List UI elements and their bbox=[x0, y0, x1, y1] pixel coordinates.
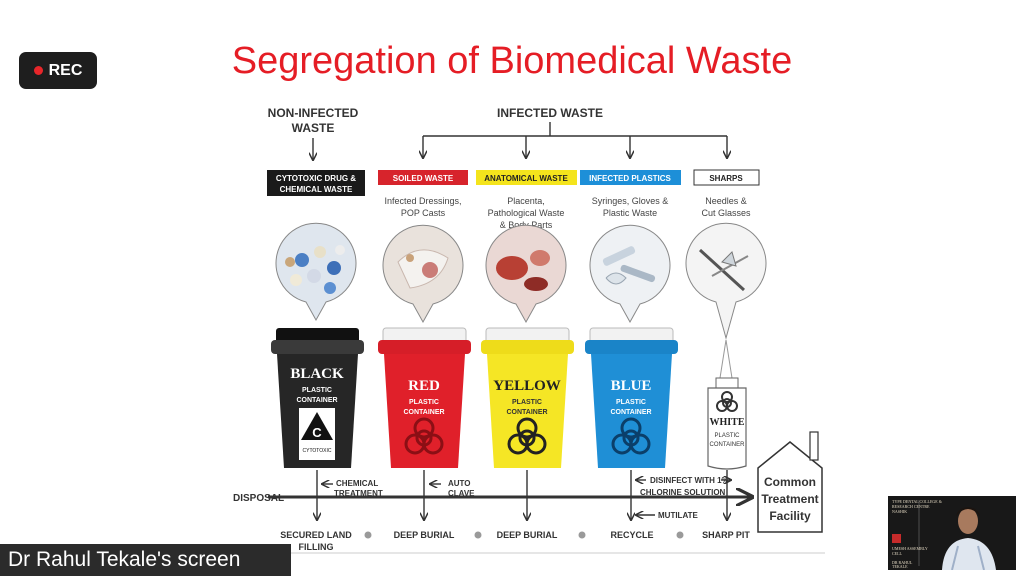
desc-line: Needles & bbox=[705, 196, 747, 206]
desc-line: Syringes, Gloves & bbox=[592, 196, 669, 206]
bin-sub: CONTAINER bbox=[506, 409, 547, 416]
outcome-sharp-pit: SHARP PIT bbox=[702, 530, 750, 540]
bin-black: BLACK PLASTIC CONTAINER C CYTOTOXIC bbox=[271, 328, 364, 468]
desc-line: Plastic Waste bbox=[603, 208, 657, 218]
non-infected-label-2: WASTE bbox=[292, 121, 335, 135]
tag-text: SOILED WASTE bbox=[393, 174, 454, 183]
bin-label: BLUE bbox=[611, 378, 652, 394]
bin-label: YELLOW bbox=[493, 378, 561, 394]
tag-text: SHARPS bbox=[709, 174, 743, 183]
waste-image-pills bbox=[275, 222, 357, 322]
facility-line: Facility bbox=[769, 509, 811, 523]
treatment-disinfect-2: CHLORINE SOLUTION bbox=[640, 488, 726, 497]
category-descriptions: Infected Dressings, POP Casts Placenta, … bbox=[384, 196, 751, 230]
category-tag-anatomical: ANATOMICAL WASTE bbox=[476, 170, 577, 185]
category-connectors bbox=[313, 122, 727, 160]
tag-text: INFECTED PLASTICS bbox=[589, 174, 671, 183]
disposal-label: DISPOSAL bbox=[233, 493, 284, 504]
infected-waste-label: INFECTED WASTE bbox=[497, 106, 603, 120]
webcam-thumbnail[interactable]: TYPE DENTAL COLLEGE & RESEARCH CENTRE NA… bbox=[888, 496, 1016, 570]
presenter-video bbox=[888, 496, 1016, 570]
category-tag-plastics: INFECTED PLASTICS bbox=[580, 170, 681, 185]
webcam-caption: DR RAHUL bbox=[892, 560, 913, 565]
bin-sub: CONTAINER bbox=[296, 397, 337, 404]
waste-image-dressings bbox=[382, 224, 464, 324]
facility-line: Common bbox=[764, 475, 816, 489]
bin-label: WHITE bbox=[709, 417, 744, 428]
outcome-burial: DEEP BURIAL bbox=[394, 530, 455, 540]
cytotoxic-symbol: C bbox=[312, 425, 322, 440]
tag-text: CYTOTOXIC DRUG & bbox=[276, 174, 356, 183]
treatment-auto-1: AUTO bbox=[448, 479, 471, 488]
webcam-caption: UMESH ASSEMBLY bbox=[892, 546, 928, 551]
bin-sub: CONTAINER bbox=[710, 442, 746, 448]
bin-blue: BLUE PLASTIC CONTAINER bbox=[585, 327, 678, 468]
treatment-chemical-1: CHEMICAL bbox=[336, 479, 378, 488]
non-infected-label-1: NON-INFECTED bbox=[268, 106, 359, 120]
biohazard-icon bbox=[611, 417, 651, 455]
webcam-caption: CELL bbox=[892, 551, 902, 556]
bin-sub: PLASTIC bbox=[302, 387, 332, 394]
bin-label: RED bbox=[408, 378, 440, 394]
bin-sub: PLASTIC bbox=[512, 399, 542, 406]
desc-line: Cut Glasses bbox=[701, 208, 751, 218]
waste-segregation-diagram: NON-INFECTED WASTE INFECTED WASTE CYTOTO… bbox=[225, 106, 825, 554]
tag-text-2: CHEMICAL WASTE bbox=[280, 185, 353, 194]
slide-title: Segregation of Biomedical Waste bbox=[231, 40, 793, 82]
desc-line: POP Casts bbox=[401, 208, 446, 218]
outcome-recycle: RECYCLE bbox=[610, 530, 653, 540]
webcam-caption: RESEARCH CENTRE bbox=[892, 504, 930, 509]
desc-line: Infected Dressings, bbox=[384, 196, 461, 206]
cytotoxic-caption: CYTOTOXIC bbox=[303, 448, 332, 454]
treatment-labels: CHEMICAL TREATMENT AUTO CLAVE DISINFECT … bbox=[334, 476, 729, 520]
treatment-mutilate: MUTILATE bbox=[658, 511, 699, 520]
bin-yellow: YELLOW PLASTIC CONTAINER bbox=[481, 327, 574, 468]
waste-image-plastics bbox=[589, 224, 671, 324]
category-tag-soiled: SOILED WASTE bbox=[378, 170, 468, 185]
common-treatment-facility-icon: Common Treatment Facility bbox=[757, 431, 823, 533]
recording-indicator: REC bbox=[19, 52, 97, 89]
waste-image-anatomical bbox=[485, 224, 567, 324]
waste-image-sharps bbox=[685, 222, 767, 379]
webcam-caption: TEKALE bbox=[892, 564, 908, 569]
category-tag-cytotoxic: CYTOTOXIC DRUG & CHEMICAL WASTE bbox=[267, 170, 365, 196]
bin-red: RED PLASTIC CONTAINER bbox=[378, 327, 471, 468]
bin-sub: PLASTIC bbox=[409, 399, 439, 406]
biohazard-icon bbox=[507, 417, 547, 455]
biohazard-icon bbox=[716, 391, 738, 412]
tag-text: ANATOMICAL WASTE bbox=[484, 174, 568, 183]
bin-sub: CONTAINER bbox=[403, 409, 444, 416]
bin-sub: PLASTIC bbox=[714, 433, 740, 439]
desc-line: Placenta, bbox=[507, 196, 545, 206]
record-dot-icon bbox=[33, 66, 43, 75]
outcome-incineration: DEEP BURIAL bbox=[497, 530, 558, 540]
treatment-disinfect-1: DISINFECT WITH 1% bbox=[650, 476, 729, 485]
screen-owner-label: Dr Rahul Tekale's screen bbox=[0, 544, 291, 576]
bin-sub: PLASTIC bbox=[616, 399, 646, 406]
college-logo-icon bbox=[892, 534, 901, 543]
biohazard-icon bbox=[404, 417, 444, 455]
category-tag-sharps: SHARPS bbox=[693, 169, 760, 186]
bin-sub: CONTAINER bbox=[610, 409, 651, 416]
webcam-caption: TYPE DENTAL COLLEGE & bbox=[892, 499, 942, 504]
bin-label: BLACK bbox=[290, 366, 344, 382]
outcome-separator-dots bbox=[364, 531, 684, 539]
treatment-chemical-2: TREATMENT bbox=[334, 489, 383, 498]
treatment-arrows bbox=[268, 470, 752, 520]
outcome-landfill-2: FILLING bbox=[299, 542, 334, 552]
treatment-auto-2: CLAVE bbox=[448, 489, 475, 498]
facility-line: Treatment bbox=[761, 492, 818, 506]
outcome-landfill-1: SECURED LAND bbox=[280, 530, 352, 540]
bin-white: WHITE PLASTIC CONTAINER bbox=[707, 377, 747, 470]
disposal-outcomes: SECURED LAND FILLING DEEP BURIAL DEEP BU… bbox=[280, 530, 750, 552]
cytotoxic-triangle-icon bbox=[301, 412, 333, 440]
rec-label: REC bbox=[48, 61, 83, 79]
webcam-caption: NASHIK bbox=[892, 509, 908, 514]
desc-line: Pathological Waste bbox=[488, 208, 565, 218]
